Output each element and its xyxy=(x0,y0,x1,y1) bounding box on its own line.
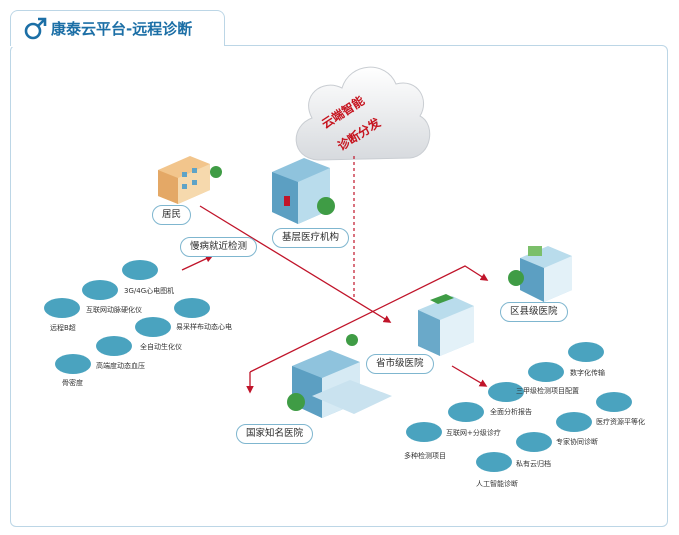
list-icon xyxy=(406,422,442,442)
arrow-devices-to-chronic xyxy=(181,255,214,271)
service-label: 医疗资源平等化 xyxy=(596,418,645,426)
device-icons xyxy=(44,260,210,374)
bone-density-icon xyxy=(55,354,91,374)
service-label: 多种检测项目 xyxy=(404,452,446,460)
node-district: 区县级医院 xyxy=(500,302,568,322)
provincial-hospital-building xyxy=(346,294,474,356)
male-symbol-icon xyxy=(24,17,47,40)
device-label: 互联网动脉硬化仪 xyxy=(86,306,142,314)
network-icon xyxy=(448,402,484,422)
service-label: 互联网+分级诊疗 xyxy=(446,429,501,437)
header-tab: 康泰云平台-远程诊断 xyxy=(10,10,225,46)
report-icon xyxy=(488,382,524,402)
flow-arrows xyxy=(181,205,489,394)
resident-building xyxy=(158,156,222,204)
blood-pressure-icon xyxy=(96,336,132,356)
cloud-shape xyxy=(295,66,431,161)
service-label: 人工智能诊断 xyxy=(476,480,518,488)
biochemical-analyzer-icon xyxy=(135,317,171,337)
device-label: 高端度动态血压 xyxy=(96,362,145,370)
page-title: 康泰云平台-远程诊断 xyxy=(51,20,193,38)
ultrasound-icon xyxy=(44,298,80,318)
service-label: 专家协同诊断 xyxy=(556,438,598,446)
arrow-resident-to-provincial xyxy=(199,205,392,323)
digital-transfer-icon xyxy=(568,342,604,362)
device-label: 3G/4G心电图机 xyxy=(124,287,175,295)
device-label: 全自动生化仪 xyxy=(140,343,182,351)
service-label: 私有云归档 xyxy=(516,460,551,468)
arrow-provincial-to-services xyxy=(451,365,488,387)
service-icons xyxy=(406,342,632,472)
node-national: 国家知名医院 xyxy=(236,424,314,444)
cloud-archive-icon xyxy=(516,432,552,452)
device-label: 远程B超 xyxy=(50,324,76,332)
node-resident: 居民 xyxy=(152,205,192,225)
service-label: 全面分析报告 xyxy=(490,408,532,416)
service-label: 数字化传输 xyxy=(570,369,605,377)
device-label: 骨密度 xyxy=(62,379,83,387)
node-provincial: 省市级医院 xyxy=(366,354,434,374)
service-label: 三甲级检测项目配置 xyxy=(516,387,579,395)
balance-icon xyxy=(596,392,632,412)
arteriosclerosis-icon xyxy=(82,280,118,300)
node-chronic: 慢病就近检测 xyxy=(180,237,258,257)
ecg-machine-icon xyxy=(122,260,158,280)
holter-icon xyxy=(174,298,210,318)
arrow-national-to-district xyxy=(249,265,489,373)
ai-diagnosis-icon xyxy=(476,452,512,472)
node-grassroots: 基层医疗机构 xyxy=(272,228,350,248)
home-config-icon xyxy=(528,362,564,382)
device-label: 易采样布动态心电 xyxy=(176,323,232,331)
experts-icon xyxy=(556,412,592,432)
district-hospital-building xyxy=(508,246,572,302)
grassroots-building xyxy=(272,158,335,224)
national-hospital-building xyxy=(287,350,392,418)
